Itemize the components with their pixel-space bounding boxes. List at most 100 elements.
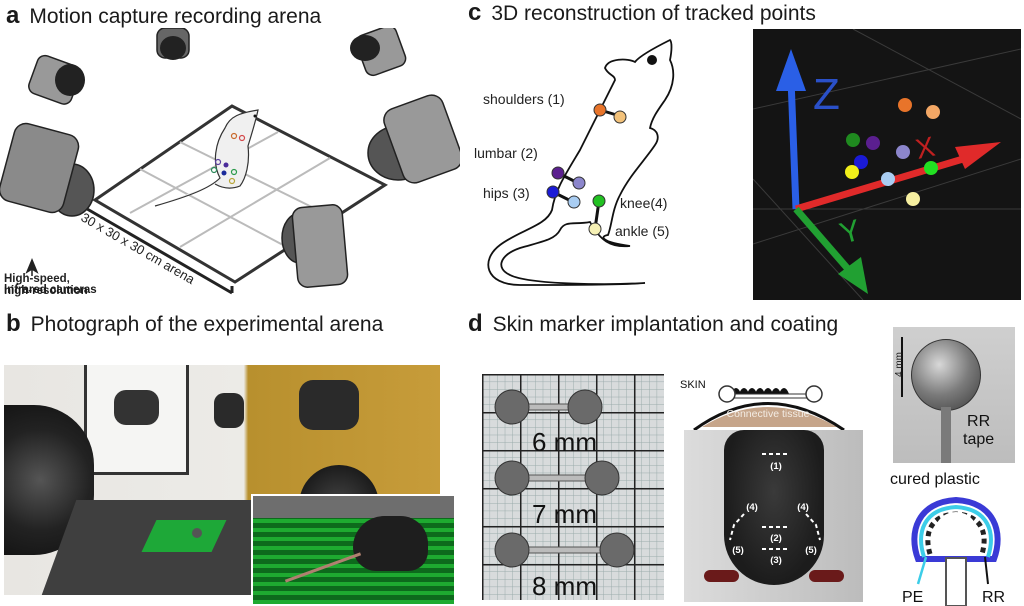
panel-c-title-text: 3D reconstruction of tracked points (491, 2, 816, 25)
arrow-up-icon (25, 258, 39, 276)
tracked-point (898, 98, 912, 112)
panel-d-title: d Skin marker implantation and coating (468, 310, 838, 338)
z-axis-label: Z (813, 70, 840, 119)
marker-knee (592, 194, 606, 208)
bar-length-label: 6 mm (532, 427, 597, 457)
mouse-back-photo: (1) (4) (4) (2) (5) (3) (5) (684, 430, 863, 602)
scale-label: 4 mm (894, 352, 905, 377)
mouse-photo (353, 516, 428, 571)
tracked-point (924, 161, 938, 175)
marker-label-ankle: ankle (5) (615, 223, 669, 239)
arena-floor (81, 104, 388, 295)
green-grid-floor (141, 520, 227, 552)
panel-c-letter: c (468, 0, 482, 26)
camera-photo (114, 390, 159, 425)
mouse-body (724, 430, 824, 585)
tracked-point (926, 105, 940, 119)
panel-d-title-text: Skin marker implantation and coating (492, 313, 839, 336)
marker-lumbar-2 (572, 176, 586, 190)
tracked-point (906, 192, 920, 206)
marker-shoulder-2 (613, 110, 627, 124)
motion-capture-arena-diagram: 30 x 30 x 30 cm arena High-speed, high-r… (0, 28, 460, 297)
tracked-point (896, 145, 910, 159)
skin-implant-diagram: SKIN Connective tissue (680, 379, 845, 432)
rr-tape-label-line: tape (963, 431, 995, 448)
camera-label-line: infrared cameras (4, 284, 97, 296)
camera-icon (156, 28, 190, 60)
inset-background (253, 496, 454, 518)
mouse-paw (704, 570, 739, 582)
3d-reconstruction-view: Z X Y (753, 29, 1021, 300)
panel-a-title-text: Motion capture recording arena (29, 5, 322, 28)
rat-marker-diagram: shoulders (1) lumbar (2) hips (3) knee(4… (474, 38, 675, 286)
sphere (911, 339, 981, 411)
tracked-point (845, 165, 859, 179)
barbell-6mm (494, 389, 603, 425)
camera-icon (367, 94, 460, 184)
marker-label: (5) (732, 545, 744, 556)
camera-photo (299, 380, 359, 430)
3d-grid (753, 29, 1021, 300)
rr-tape-label: RR tape (963, 413, 994, 449)
bar-length-label: 8 mm (532, 571, 597, 600)
panel-d-letter: d (468, 310, 483, 337)
marker-hip-1 (546, 185, 560, 199)
barbell-markers: 6 mm 7 mm 8 mm (494, 389, 635, 600)
panel-b-letter: b (6, 310, 21, 337)
marker-label-shoulders: shoulders (1) (483, 91, 565, 107)
cured-plastic-label: cured plastic (890, 471, 980, 488)
panel-c-title: c 3D reconstruction of tracked points (468, 0, 816, 27)
marker-annotations: (1) (4) (4) (2) (5) (3) (5) (729, 453, 821, 566)
rat-top-view (154, 109, 259, 207)
z-axis: Z (776, 49, 840, 210)
tracked-point (866, 136, 880, 150)
rat-outline (487, 38, 675, 286)
mouse-tail (284, 552, 362, 583)
marker-label-knee: knee(4) (620, 195, 667, 211)
marker-sphere-photo: 4 mm RR tape (893, 327, 1015, 463)
skin-label: SKIN (680, 379, 706, 391)
camera-icon (0, 122, 95, 217)
panel-b-title: b Photograph of the experimental arena (6, 310, 383, 338)
sphere-stem (941, 407, 951, 463)
coating-diagram: cured plastic PE RR (890, 471, 1005, 606)
rr-tape-label-line: RR (967, 413, 991, 430)
marker-label: (4) (746, 502, 758, 513)
barbell-7mm (494, 460, 620, 496)
marker-label: (5) (805, 545, 817, 556)
camera-photo (214, 393, 244, 428)
mouse-inset-photograph (251, 494, 456, 606)
marker-label-hips: hips (3) (483, 185, 530, 201)
barbell-8mm (494, 532, 635, 568)
bar-length-label: 7 mm (532, 499, 597, 529)
panel-b-title-text: Photograph of the experimental arena (30, 313, 384, 336)
marker-label: (4) (797, 502, 809, 513)
panel-a-title: a Motion capture recording arena (6, 2, 321, 30)
camera-icon (350, 28, 407, 77)
tracked-point (854, 155, 868, 169)
camera-icon (281, 204, 349, 288)
marker-ankle (588, 222, 602, 236)
marker-label: (2) (770, 533, 782, 544)
mouse-paw (809, 570, 844, 582)
marker-label-lumbar: lumbar (2) (474, 145, 538, 161)
camera-label-line: High-speed, (4, 273, 70, 285)
tracked-point (881, 172, 895, 186)
marker-hip-2 (567, 195, 581, 209)
rr-label: RR (982, 589, 1005, 606)
connective-tissue-label: Connective tissue (727, 408, 810, 420)
camera-label-line: high-resolution (4, 285, 88, 297)
pe-label: PE (902, 589, 923, 606)
tracked-point (846, 133, 860, 147)
marker-shoulder-1 (593, 103, 607, 117)
marker-lumbar-1 (551, 166, 565, 180)
rat-eye (647, 55, 657, 65)
panel-a-letter: a (6, 2, 20, 29)
marker-label: (3) (770, 555, 782, 566)
marker-label: (1) (770, 461, 782, 472)
barbell-marker-photo: 6 mm 7 mm 8 mm (482, 374, 664, 600)
camera-label: High-speed, high-resolution (4, 273, 88, 297)
scale-bar (901, 337, 903, 397)
camera-icon (28, 54, 85, 105)
mouse-photo (192, 528, 202, 538)
